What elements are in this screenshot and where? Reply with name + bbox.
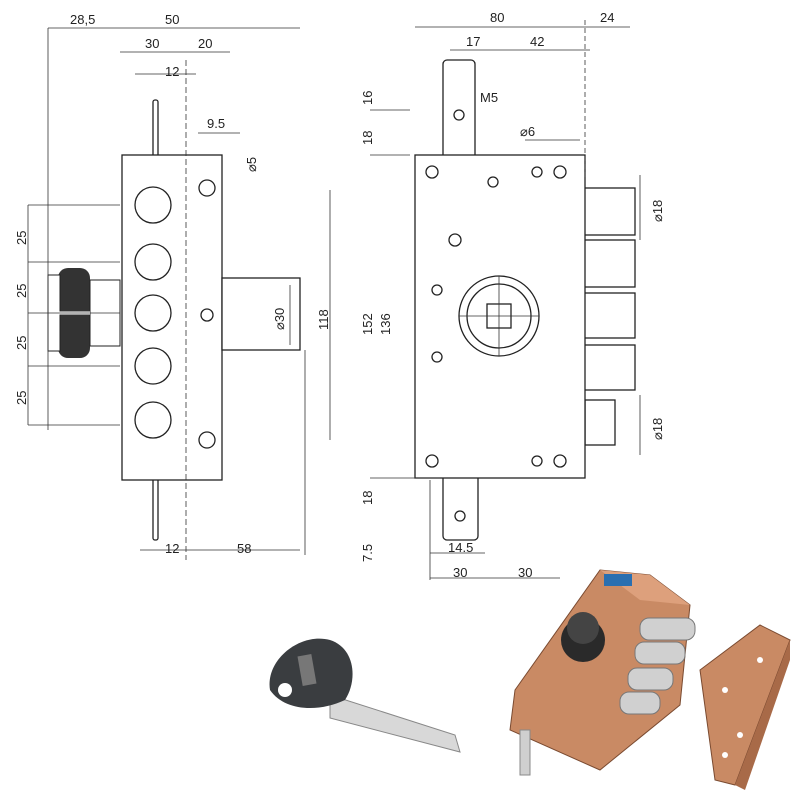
dim-dia-30: ⌀30 (272, 308, 287, 330)
dim-dia-18-bottom: ⌀18 (650, 418, 665, 440)
bottom-tongue (442, 469, 479, 541)
dim-25-3: 25 (14, 336, 29, 350)
dim-152: 152 (360, 313, 375, 335)
dim-14-5: 14.5 (448, 540, 473, 555)
dim-28-5: 28,5 (70, 12, 95, 27)
key-image (269, 638, 461, 753)
dim-25-4: 25 (14, 391, 29, 405)
dim-16: 16 (360, 91, 375, 105)
dim-80: 80 (490, 10, 504, 25)
cylinder-housing (221, 277, 301, 351)
lock-image (509, 569, 696, 776)
dim-25-2: 25 (14, 284, 29, 298)
dim-118: 118 (316, 309, 331, 330)
cylinder-rosette-icon (458, 275, 540, 357)
dim-7-5: 7.5 (360, 544, 375, 562)
brand-logo (604, 574, 632, 586)
dim-18-top: 18 (360, 131, 375, 145)
bolts (579, 187, 636, 446)
dim-20: 20 (198, 36, 212, 51)
side-view: 28,5 50 30 20 12 9.5 ⌀5 25 25 25 25 ⌀30 … (14, 12, 331, 560)
front-view: 80 24 17 42 16 18 M5 ⌀6 ⌀18 152 136 ⌀18 … (360, 10, 665, 580)
dim-25-1: 25 (14, 231, 29, 245)
dim-12-bottom: 12 (165, 541, 179, 556)
dim-dia-5: ⌀5 (244, 157, 259, 172)
strike-plate-image (699, 624, 791, 790)
dim-12-top: 12 (165, 64, 179, 79)
dim-136: 136 (378, 313, 393, 335)
bolt-holes (134, 179, 216, 449)
dim-30-right: 30 (518, 565, 532, 580)
dim-42: 42 (530, 34, 544, 49)
dim-30: 30 (145, 36, 159, 51)
dim-30-left: 30 (453, 565, 467, 580)
dim-9-5: 9.5 (207, 116, 225, 131)
dim-dia-6: ⌀6 (520, 124, 535, 139)
dim-50: 50 (165, 12, 179, 27)
dim-17: 17 (466, 34, 480, 49)
dim-58: 58 (237, 541, 251, 556)
dim-dia-18-top: ⌀18 (650, 200, 665, 222)
mounting-holes (425, 165, 567, 468)
dim-m5: M5 (480, 90, 498, 105)
dim-18-bottom: 18 (360, 491, 375, 505)
dim-24: 24 (600, 10, 614, 25)
